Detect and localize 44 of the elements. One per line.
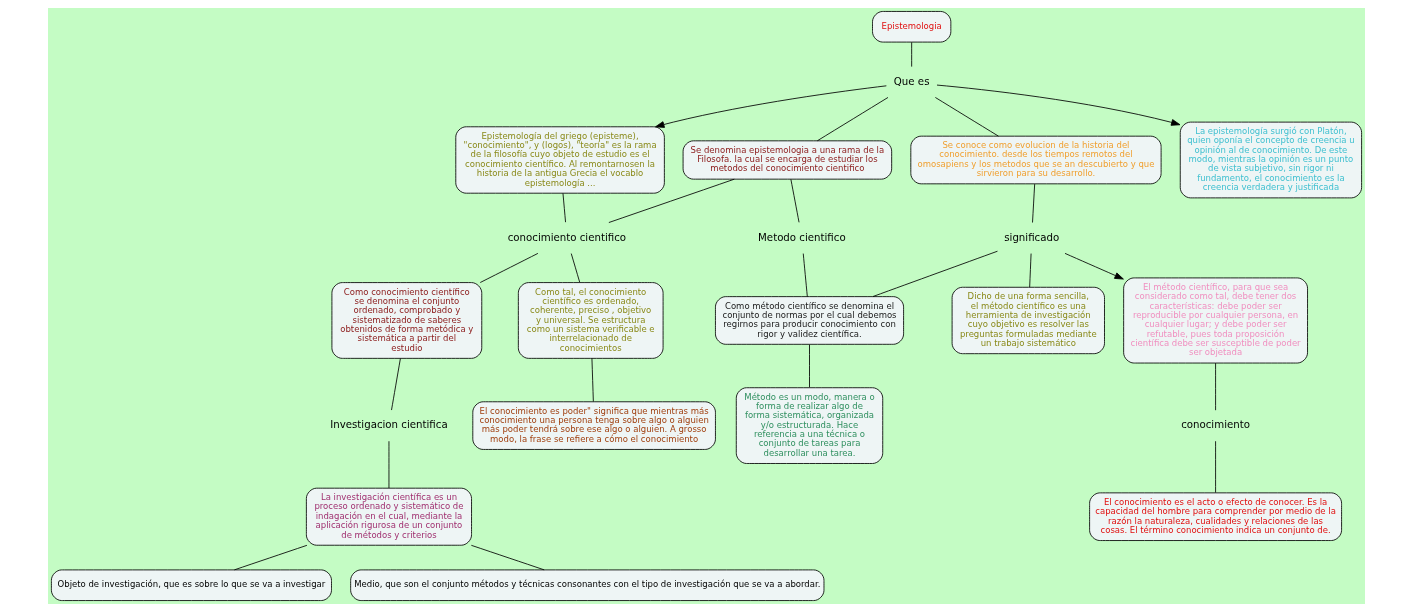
connector xyxy=(570,253,580,283)
connector xyxy=(910,41,912,68)
arrow xyxy=(654,85,887,128)
node-text: significado xyxy=(1003,231,1059,243)
node-box: El método científico, para que sea considerado como tal, debe tener dos características: debe poder ser reproducible por cualquier persona, en cualquier lugar; y debe poder ser refutable, pues toda proposición científica debe ser susceptible de poder ser objetada xyxy=(1122,277,1308,364)
connector xyxy=(1028,253,1031,288)
node-box: Objeto de investigación, que es sobre lo que se va a investigar xyxy=(50,569,332,601)
connector xyxy=(390,357,401,411)
node-box: La investigación científica es un proceso ordenado y sistemático de indagación en el cual, mediante la aplicación rigurosa de un conjunto de métodos y criterios xyxy=(305,487,472,546)
node-box: Medio, que son el conjunto métodos y técnicas consonantes con el tipo de investigación que se va a abordar. xyxy=(349,569,824,601)
connector xyxy=(808,344,810,388)
node-box: Método es un modo, manera o forma de realizar algo de forma sistemática, organizada y/o estructurada. Hace referencia a una técnica o conjunto de tareas para desarrollar una tarea. xyxy=(735,387,883,464)
node-box: Como tal, el conocimiento científico es ordenado, coherente, preciso , objetivo y universal. Se estructura como un sistema verificable e interrelacionado de conocimientos xyxy=(517,282,663,359)
node-box: La epistemología surgió con Platón, quien oponía el concepto de creencia u opinión al de conocimiento. De este modo, mientras la opinión es un punto de vista subjetivo, sin rigor ni fundamento, el conocimiento es la creencia verdadera y justificada xyxy=(1179,121,1362,199)
node-box: El conocimiento es poder" significa que mientras más conocimiento una persona tenga sobre algo o alguien más poder tendrá sobre ese algo o alguien. A grosso modo, la frase se refiere a cómo el conocimiento xyxy=(471,401,716,450)
node-box: Se conoce como evolucion de la historia del conocimiento. desde los tiempos remotos del omosapiens y los metodos que se an descubierto y que sirvieron para su desarrollo. xyxy=(909,135,1162,185)
arrow xyxy=(936,84,1180,126)
connector xyxy=(233,544,307,571)
connector xyxy=(816,97,888,142)
node-box: Se denomina epistemologia a una rama de la Filosofa. la cual se encarga de estudiar los metodos del conocimiento cientifico xyxy=(682,140,892,180)
node-text: conocimiento cientifico xyxy=(507,231,626,243)
connector xyxy=(1214,440,1216,494)
node-text: Investigacion cientifica xyxy=(329,419,448,431)
connector xyxy=(1031,183,1035,223)
connector xyxy=(479,252,538,283)
arrow xyxy=(1064,252,1124,280)
connector xyxy=(591,357,594,402)
node-text: conocimiento xyxy=(1180,419,1250,431)
connector xyxy=(1214,362,1216,411)
connector xyxy=(871,250,998,297)
node-box: Como conocimiento científico se denomina el conjunto ordenado, comprobado y sistematizado de saberes obtenidos de forma metódica y sistemática a partir del estudio xyxy=(331,282,482,359)
node-box: El conocimiento es el acto o efecto de conocer. Es la capacidad del hombre para comprender por medio de la razón la naturaleza, cualidades y relaciones de las cosas. El término conocimiento indica un conjunto de. xyxy=(1088,492,1342,541)
connector xyxy=(802,253,808,298)
node-box: Dicho de una forma sencilla, el método científico es una herramienta de investigación cuyo objetivo es resolver las preguntas formuladas mediante un trabajo sistemático xyxy=(951,286,1105,355)
node-box: Epistemología del griego (episteme), "conocimiento", y (logos), "teoría" es la rama de la filosofía cuyo objeto de estudio es el conocimiento científico. Al remontarnosen la historia de la antigua Grecia el vocablo epistemología ... xyxy=(454,126,665,194)
node-box: Epistemologia xyxy=(871,11,951,43)
connector xyxy=(470,544,545,571)
connector xyxy=(789,178,799,223)
node-box: Como método científico se denomina el conjunto de normas por el cual debemos regirnos para producir conocimiento con rigor y validez científica. xyxy=(714,296,904,345)
connector xyxy=(934,97,999,137)
connector xyxy=(562,192,566,223)
node-text: Metodo cientifico xyxy=(757,231,846,243)
connector xyxy=(607,178,735,223)
node-text: Que es xyxy=(893,75,929,87)
